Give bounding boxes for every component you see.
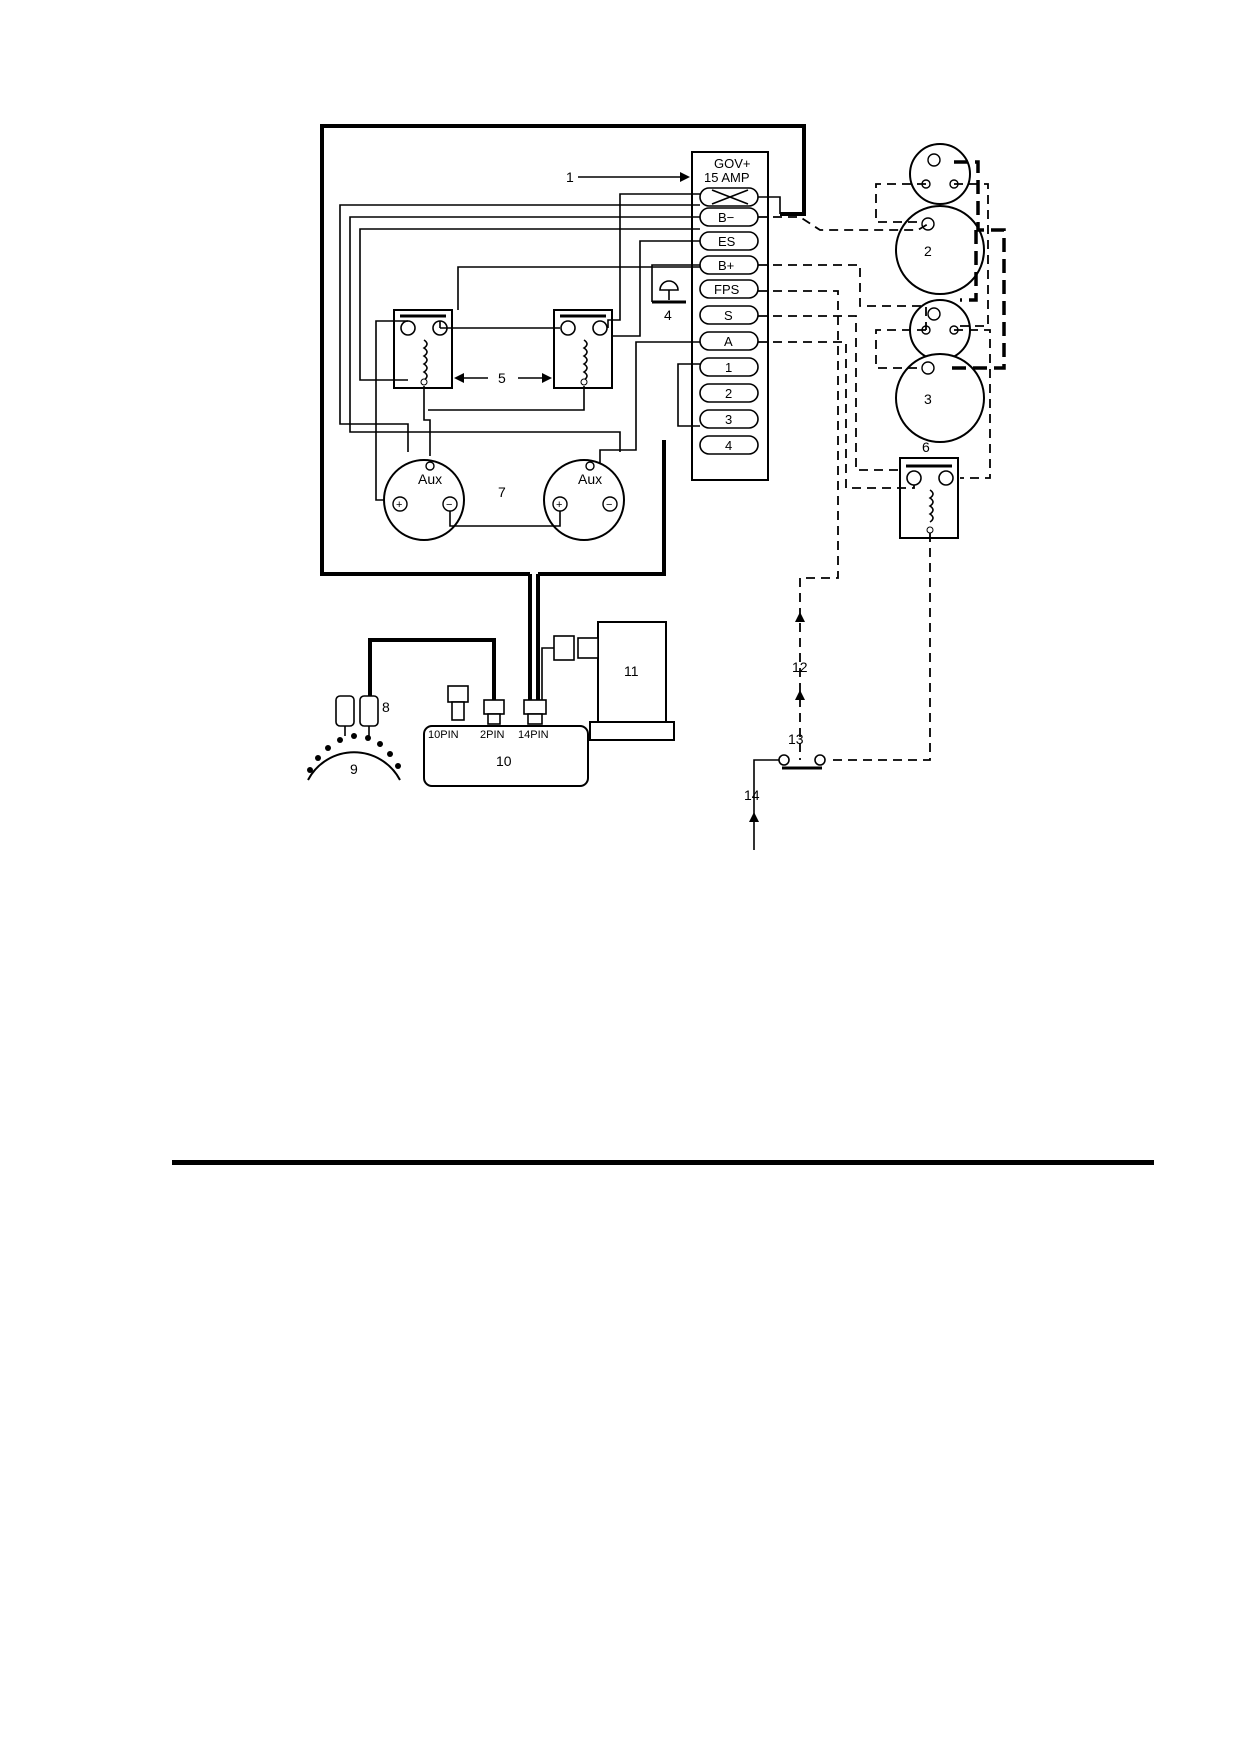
aux-label-left: Aux [418, 471, 442, 487]
cable-to-8 [368, 638, 496, 700]
terminal-header-bottom: 15 AMP [704, 170, 750, 185]
fuse-cross [711, 189, 749, 205]
connector-10pin [447, 685, 469, 721]
connector-label-10pin: 10PIN [428, 729, 459, 741]
callout-12: 12 [792, 659, 808, 675]
box-11 [541, 621, 675, 741]
callout-10: 10 [496, 753, 512, 769]
svg-text:−: − [446, 499, 452, 511]
terminal-b-minus: B− [699, 207, 759, 227]
svg-text:1: 1 [725, 360, 732, 375]
line-14-arrowhead [749, 812, 759, 822]
gear-9 [307, 733, 401, 781]
callout-13: 13 [788, 731, 804, 747]
enclosure-right-return [538, 440, 666, 576]
relay-5-right [553, 309, 613, 389]
callout-2: 2 [924, 243, 932, 259]
cable-bundle [528, 574, 540, 700]
svg-text:+: + [556, 499, 562, 511]
svg-text:ES: ES [718, 234, 736, 249]
callout-7: 7 [498, 484, 506, 500]
terminal-header-top: GOV+ [714, 156, 751, 171]
sensor-8 [335, 695, 379, 736]
callout-3: 3 [924, 391, 932, 407]
callout-6: 6 [922, 439, 930, 455]
aux-link [449, 511, 561, 527]
terminal-1: 1 [699, 357, 759, 377]
svg-text:+: + [396, 499, 402, 511]
relay-6 [899, 457, 959, 539]
terminal-es: ES [699, 231, 759, 251]
battery-stand-4 [652, 280, 686, 304]
unit-3 [895, 299, 985, 443]
connector-14pin [523, 699, 547, 725]
line-12-arrowheads [795, 612, 805, 700]
callout-5: 5 [498, 370, 506, 386]
callout-1-arrowhead [680, 172, 690, 182]
module-10: 10PIN 2PIN 14PIN [423, 685, 589, 787]
svg-text:S: S [724, 308, 733, 323]
connector-label-14pin: 14PIN [518, 729, 549, 741]
external-wiring [758, 160, 1006, 761]
svg-text:3: 3 [725, 412, 732, 427]
callout-1: 1 [566, 169, 574, 185]
terminal-s: S [699, 305, 759, 325]
svg-text:−: − [606, 499, 612, 511]
fuse-link [758, 196, 781, 214]
relay-5-left [393, 309, 453, 389]
terminal-fps: FPS [699, 279, 759, 299]
callout-11: 11 [624, 663, 639, 679]
terminal-4: 4 [699, 435, 759, 455]
horizontal-rule [172, 1160, 1154, 1165]
switch-13 [753, 754, 826, 850]
callout-4: 4 [664, 307, 672, 323]
aux-unit-left: Aux + − [383, 459, 465, 541]
unit-2 [895, 143, 985, 295]
terminal-block: GOV+ 15 AMP B− ES B+ FPS S A [691, 151, 769, 481]
terminal-2: 2 [699, 383, 759, 403]
aux-label-right: Aux [578, 471, 602, 487]
callout-9: 9 [350, 761, 358, 777]
terminal-3: 3 [699, 409, 759, 429]
connector-2pin [483, 699, 505, 725]
svg-text:2: 2 [725, 386, 732, 401]
callout-8: 8 [382, 699, 390, 715]
callout-14: 14 [744, 787, 760, 803]
svg-text:FPS: FPS [714, 282, 740, 297]
terminal-a: A [699, 331, 759, 351]
aux-unit-right: Aux + − [543, 459, 625, 541]
svg-text:A: A [724, 334, 733, 349]
main-enclosure [320, 124, 806, 576]
svg-text:4: 4 [725, 438, 732, 453]
callout-5-arrowheads [454, 373, 552, 383]
svg-text:B+: B+ [718, 258, 734, 273]
svg-text:B−: B− [718, 210, 734, 225]
connector-label-2pin: 2PIN [480, 729, 505, 741]
terminal-b-plus: B+ [699, 255, 759, 275]
